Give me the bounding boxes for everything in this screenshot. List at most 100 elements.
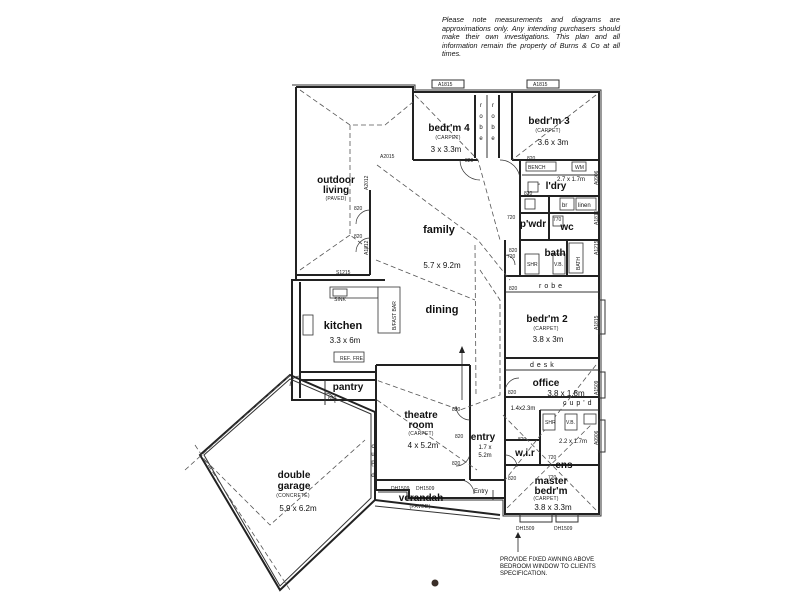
cooktop-icon <box>302 314 314 336</box>
code-a1815-r: A1815 <box>533 82 548 88</box>
garage-label-2: garage <box>278 481 311 492</box>
bfast-label: B/FAST BAR <box>392 301 398 330</box>
bath-fixture-label: BATH <box>576 257 582 270</box>
office-dim: 3.8 x 1.8m <box>547 389 585 398</box>
ens-vb-label: V.B. <box>566 420 575 426</box>
door-720-3: 720 <box>548 455 557 461</box>
door-820-8: 820 <box>508 390 517 396</box>
master-sub: (CARPET) <box>533 496 558 502</box>
bed2-label: bedr'm 2 <box>526 314 568 325</box>
walls <box>291 84 602 517</box>
ens-label: ens <box>555 460 573 471</box>
bed2-dim: 3.8 x 3m <box>533 335 564 344</box>
door-770: 770 <box>553 217 562 223</box>
disclaimer-note: Please note measurements and diagrams ar… <box>442 15 620 59</box>
fridge-icon <box>333 351 365 363</box>
wm-label: WM <box>575 165 584 171</box>
code-a1215: A1215 <box>594 240 600 255</box>
dining-label: dining <box>426 304 459 316</box>
office-label: office <box>533 378 560 389</box>
wir-label: w.i.r <box>514 448 535 459</box>
robe2-letter-2: o <box>491 114 495 120</box>
bed4-sub: (CARPET) <box>435 135 460 141</box>
code-a1812: A1812 <box>364 240 370 255</box>
wc-label: wc <box>559 222 574 233</box>
code-a2012: A2012 <box>364 175 370 190</box>
cupd-v-3: p <box>371 460 375 466</box>
code-s1215: S1215 <box>336 270 351 276</box>
robe2-letter-4: e <box>491 136 495 142</box>
bed3-sub: (CARPET) <box>535 128 560 134</box>
code-a1815-m: A1815 <box>594 210 600 225</box>
garage-dim: 5.9 x 6.2m <box>279 504 317 513</box>
basin-icon <box>524 198 536 210</box>
code-dh-ver-l: DH1509 <box>391 486 410 492</box>
code-a1815-l: A1815 <box>438 82 453 88</box>
theatre-dim: 4 x 5.2m <box>408 441 439 450</box>
ens-shr-label: SHR <box>545 420 556 426</box>
code-dh-m-l: DH1509 <box>516 526 535 532</box>
master-label: master <box>535 476 568 487</box>
door-820-2: 820 <box>527 156 536 162</box>
bath-label: bath <box>544 248 565 259</box>
fixture-labels: r o b e r o b e robe desk cup'd c u p ' … <box>334 103 595 495</box>
door-820-13: 820 <box>518 437 527 443</box>
fre-label: FRE. <box>353 356 364 362</box>
bed4-dim: 3 x 3.3m <box>431 145 462 154</box>
linen-label: linen <box>578 203 591 209</box>
cupd-v-4: ' <box>372 466 373 472</box>
bed3-dim: 3.6 x 3m <box>538 138 569 147</box>
pwdr-label: p'wdr <box>520 219 546 230</box>
door-820-14: 820 <box>455 434 464 440</box>
robe2-letter-1: r <box>492 103 494 109</box>
toilet-icon <box>552 215 564 227</box>
vanity-icon <box>552 253 566 275</box>
theatre-sub: (CARPET) <box>408 431 433 437</box>
vb-label: V.B. <box>554 262 563 268</box>
cupd-v-1: c <box>372 444 375 450</box>
door-820-10: 820 <box>452 461 461 467</box>
code-a1815-e: A1815 <box>594 315 600 330</box>
bench-label: BENCH <box>528 165 546 171</box>
sink-icon <box>332 288 348 297</box>
ref-label: REF. <box>340 356 351 362</box>
opening-codes: A1815 A1815 A2015 A2012 S1215 A1812 A090… <box>328 82 600 532</box>
code-a0906-1: A0906 <box>594 170 600 185</box>
ldry-dim: 2.7 x 1.7m <box>557 177 585 183</box>
code-a0906-2: A0906 <box>594 430 600 445</box>
ens-dim: 2.2 x 1.7m <box>559 439 587 445</box>
code-dh-ver-r: DH1509 <box>416 486 435 492</box>
bed2-sub: (CARPET) <box>533 326 558 332</box>
footer-note: PROVIDE FIXED AWNING ABOVE BEDROOM WINDO… <box>500 557 596 577</box>
door-720-4: 720 <box>548 475 557 481</box>
robe2-letter-3: b <box>491 125 495 131</box>
vanity-icon <box>564 413 578 431</box>
entry-dim-1: 1.7 x <box>478 445 491 451</box>
cupd-office: cup'd <box>563 400 595 407</box>
theatre-label: theatre <box>404 410 438 421</box>
pantry-label: pantry <box>333 382 364 393</box>
window-markers <box>431 79 606 523</box>
garage-label: double <box>278 470 311 481</box>
footer-line-1: PROVIDE FIXED AWNING ABOVE <box>500 557 594 563</box>
door-820-1: 820 <box>465 158 474 164</box>
outdoor-living-label: outdoor <box>317 175 355 186</box>
door-820-7: 820 <box>509 286 518 292</box>
arrows <box>459 346 521 552</box>
kitchen-dim: 3.3 x 6m <box>330 336 361 345</box>
garage <box>184 373 501 592</box>
sink-label: SINK <box>334 297 346 303</box>
code-a2015: A2015 <box>380 154 395 160</box>
shr-label: SHR <box>527 262 538 268</box>
shower-icon <box>542 413 556 431</box>
bed3-label: bedr'm 3 <box>528 116 570 127</box>
cupd-v-2: u <box>371 452 374 458</box>
robe-bed2: robe <box>539 283 565 290</box>
cupd-v-5: d <box>371 473 374 479</box>
desk-label: desk <box>530 362 557 369</box>
door-820-11: 820 <box>328 396 337 402</box>
entry-arrow-label: Entry <box>474 489 488 495</box>
robe-letter-1: r <box>480 103 482 109</box>
robe-letter-2: o <box>479 114 483 120</box>
